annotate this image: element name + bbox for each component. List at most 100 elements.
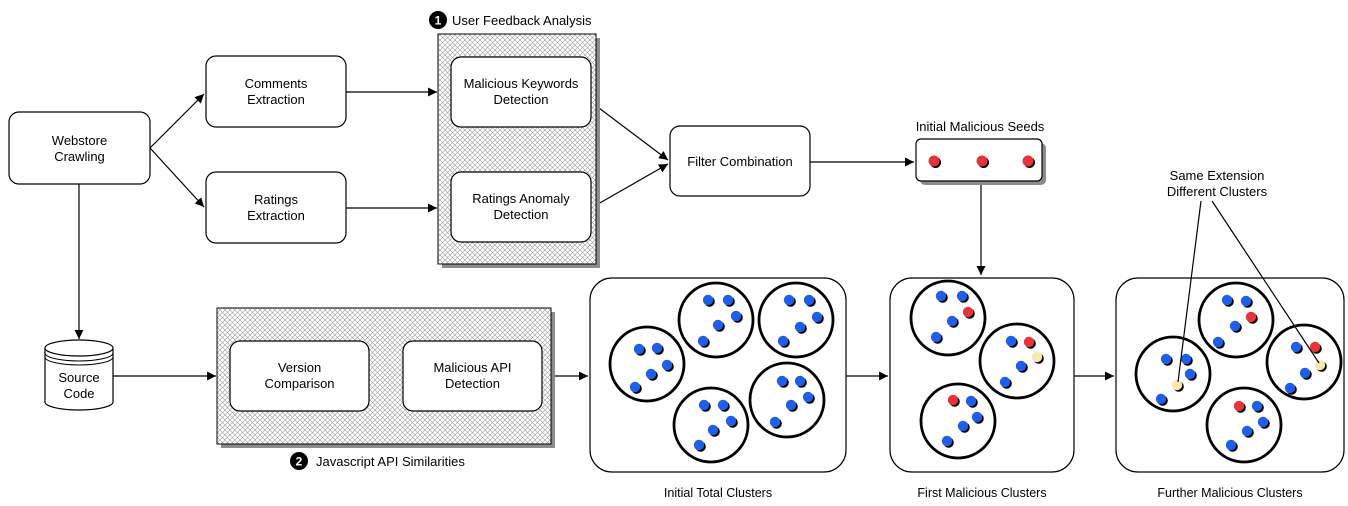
benign-extension-dot xyxy=(707,424,719,436)
first-clusters-caption: First Malicious Clusters xyxy=(917,486,1046,500)
same-extension-line-2: Different Clusters xyxy=(1167,184,1268,199)
benign-extension-dot xyxy=(1221,294,1233,306)
benign-extension-dot xyxy=(794,375,806,387)
benign-extension-dot xyxy=(965,395,977,407)
benign-extension-dot xyxy=(1257,416,1269,428)
benign-extension-dot xyxy=(935,290,947,302)
source-code-database-icon: Source Code xyxy=(44,339,114,411)
benign-extension-dot xyxy=(730,310,742,322)
same-extension-dot xyxy=(1171,379,1183,391)
benign-extension-dot xyxy=(1015,360,1027,372)
benign-extension-dot xyxy=(957,420,969,432)
edge-keywords-filter xyxy=(590,101,669,161)
source-code-line-2: Code xyxy=(63,386,94,401)
further-clusters-caption: Further Malicious Clusters xyxy=(1157,486,1302,500)
benign-extension-dot xyxy=(633,343,645,355)
edge-anomaly-filter xyxy=(590,163,669,209)
ratings-anomaly-line-1: Ratings Anomaly xyxy=(472,191,570,206)
ratings-anomaly-line-2: Detection xyxy=(494,207,549,222)
webstore-crawling-line-2: Crawling xyxy=(54,149,105,164)
malicious-keywords-line-1: Malicious Keywords xyxy=(464,76,579,91)
seeds-title: Initial Malicious Seeds xyxy=(916,119,1045,134)
first-clusters-panel xyxy=(889,277,1075,473)
benign-extension-dot xyxy=(629,381,641,393)
step-1-marker xyxy=(429,11,447,29)
cluster-ring xyxy=(1265,323,1343,401)
javascript-title: Javascript API Similarities xyxy=(316,454,465,469)
further-cluster-dots xyxy=(1155,294,1327,452)
malicious-keywords-line-2: Detection xyxy=(494,92,549,107)
user-feedback-title: User Feedback Analysis xyxy=(452,13,592,28)
benign-extension-dot xyxy=(702,294,714,306)
source-code-line-1: Source xyxy=(58,370,99,385)
webstore-crawling-line-1: Webstore xyxy=(52,133,107,148)
benign-extension-dot xyxy=(722,294,734,306)
step-1-number: 1 xyxy=(435,14,442,28)
initial-malicious-seeds: Initial Malicious Seeds xyxy=(915,119,1046,185)
benign-extension-dot xyxy=(999,376,1011,388)
malicious-extension-dot xyxy=(1309,341,1321,353)
version-comparison-node: Version Comparison xyxy=(229,340,370,412)
same-extension-annotation: Same Extension Different Clusters xyxy=(1167,168,1320,383)
edge-webstore-ratings xyxy=(149,147,205,208)
benign-extension-dot xyxy=(1155,393,1167,405)
step-2-number: 2 xyxy=(296,455,303,469)
comments-extraction-line-2: Extraction xyxy=(247,92,305,107)
benign-extension-dot xyxy=(1290,341,1302,353)
benign-extension-dot xyxy=(651,342,663,354)
benign-extension-dot xyxy=(1005,335,1017,347)
ratings-extraction-line-1: Ratings xyxy=(254,192,299,207)
benign-extension-dot xyxy=(1240,295,1252,307)
comments-extraction-line-1: Comments xyxy=(245,76,308,91)
benign-extension-dot xyxy=(794,321,806,333)
initial-cluster-dots xyxy=(629,294,824,452)
benign-extension-dot xyxy=(1229,320,1241,332)
benign-extension-dot xyxy=(777,335,789,347)
benign-extension-dot xyxy=(1251,400,1263,412)
benign-extension-dot xyxy=(930,331,942,343)
annotation-line-left xyxy=(1177,200,1202,383)
cluster-ring xyxy=(1197,281,1275,359)
comments-extraction-node: Comments Extraction xyxy=(205,55,347,128)
benign-extension-dot xyxy=(971,411,983,423)
benign-extension-dot xyxy=(1284,382,1296,394)
benign-extension-dot xyxy=(785,399,797,411)
same-extension-dot xyxy=(1031,351,1043,363)
malicious-extension-dot xyxy=(962,306,974,318)
cluster-ring xyxy=(1134,335,1212,413)
benign-extension-dot xyxy=(941,435,953,447)
malicious-keywords-node: Malicious Keywords Detection xyxy=(450,56,592,128)
malicious-extension-dot xyxy=(1023,336,1035,348)
benign-extension-dot xyxy=(811,311,823,323)
benign-extension-dot xyxy=(645,368,657,380)
benign-extension-dot xyxy=(803,294,815,306)
malicious-api-line-2: Detection xyxy=(445,376,500,391)
benign-extension-dot xyxy=(1184,368,1196,380)
benign-extension-dot xyxy=(698,399,710,411)
cluster-ring xyxy=(608,325,686,403)
ratings-extraction-node: Ratings Extraction xyxy=(205,171,347,244)
benign-extension-dot xyxy=(1299,367,1311,379)
benign-extension-dot xyxy=(802,391,814,403)
seed-dot-3 xyxy=(1022,155,1034,167)
benign-extension-dot xyxy=(661,359,673,371)
step-2-marker xyxy=(290,452,308,470)
cluster-ring xyxy=(1205,386,1283,464)
seed-dot-1 xyxy=(928,155,940,167)
filter-combination-label: Filter Combination xyxy=(687,154,793,169)
malicious-extension-dot xyxy=(1245,311,1257,323)
seed-dots xyxy=(928,155,1035,168)
benign-extension-dot xyxy=(1212,336,1224,348)
benign-extension-dot xyxy=(725,415,737,427)
seed-dot-2 xyxy=(976,155,988,167)
edge-webstore-comments xyxy=(149,93,205,149)
malicious-extension-dot xyxy=(1233,400,1245,412)
malicious-extension-dot xyxy=(947,394,959,406)
same-extension-dot xyxy=(1314,359,1326,371)
cluster-ring xyxy=(919,382,997,460)
benign-extension-dot xyxy=(776,375,788,387)
annotation-line-right xyxy=(1211,200,1320,364)
benign-extension-dot xyxy=(1225,439,1237,451)
malicious-api-node: Malicious API Detection xyxy=(402,340,543,412)
